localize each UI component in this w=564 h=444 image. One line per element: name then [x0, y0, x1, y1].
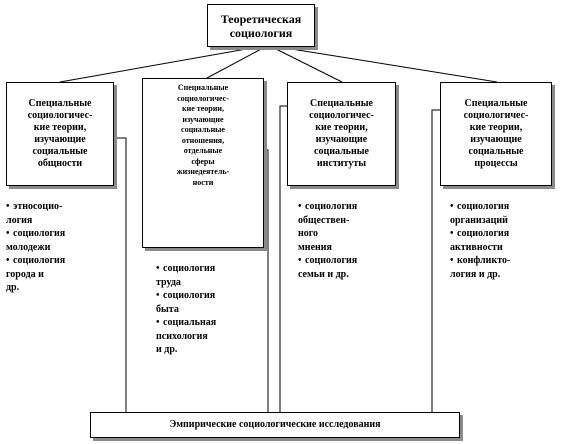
category-box-processes: Специальные социологичес- кие теории, из…: [440, 82, 552, 186]
category-box-communities: Специальные социологичес- кие теории, из…: [6, 82, 114, 186]
list-item: •социология молодежи: [6, 228, 66, 253]
list-item: •этносоцио- логия: [6, 201, 63, 226]
bullet-icon: •: [6, 255, 10, 266]
list-institutions: •социология обществен- ного мнения •соци…: [298, 200, 408, 281]
connector-top-to-cat-3: [271, 46, 343, 83]
connector-top-to-cat-2: [206, 46, 266, 79]
category-box-institutions: Специальные социологичес- кие теории, из…: [287, 82, 396, 186]
list-processes: •социология организаций •социология акти…: [450, 200, 562, 281]
bullet-icon: •: [450, 201, 454, 212]
category-label-institutions: Специальные социологичес- кие теории, из…: [309, 98, 374, 169]
empirical-research-box: Эмпирические социологические исследовани…: [90, 412, 460, 438]
bullet-icon: •: [156, 317, 160, 328]
theoretical-sociology-label: Теоретическая социология: [220, 11, 302, 40]
list-communities: •этносоцио- логия •социология молодежи •…: [6, 200, 121, 295]
list-item: •социология организаций: [450, 201, 510, 226]
list-item: •социология активности: [450, 228, 510, 253]
list-item: •конфликто- логия и др.: [450, 255, 511, 280]
bullet-icon: •: [6, 228, 10, 239]
connector-top-to-cat-1: [59, 46, 259, 83]
bullet-icon: •: [298, 255, 302, 266]
category-label-relations: Специальные социологичес- кие теории, из…: [176, 83, 230, 187]
list-item: •социология обществен- ного мнения: [298, 201, 358, 253]
bullet-icon: •: [450, 228, 454, 239]
list-item: •социология быта: [156, 290, 216, 315]
theoretical-sociology-box: Теоретическая социология: [207, 4, 315, 47]
bullet-icon: •: [298, 201, 302, 212]
connector-col-3: [279, 105, 287, 412]
list-relations: •социология труда •социология быта •соци…: [156, 262, 264, 357]
list-item: •социология семьи и др.: [298, 255, 358, 280]
connector-col-2: [264, 149, 269, 412]
category-label-processes: Специальные социологичес- кие теории, из…: [463, 98, 529, 169]
category-label-communities: Специальные социологичес- кие теории, из…: [27, 98, 93, 169]
bullet-icon: •: [156, 290, 160, 301]
list-item: •социальная психология и др.: [156, 317, 217, 355]
connector-top-to-cat-4: [278, 46, 498, 83]
list-item: •социология города и др.: [6, 255, 66, 293]
connector-col-4: [431, 109, 440, 412]
empirical-research-label: Эмпирические социологические исследовани…: [169, 419, 381, 430]
list-item: •социология труда: [156, 263, 216, 288]
category-box-relations: Специальные социологичес- кие теории, из…: [142, 78, 264, 248]
bullet-icon: •: [156, 263, 160, 274]
bullet-icon: •: [6, 201, 10, 212]
bullet-icon: •: [450, 255, 454, 266]
connector-col-1: [114, 137, 127, 412]
